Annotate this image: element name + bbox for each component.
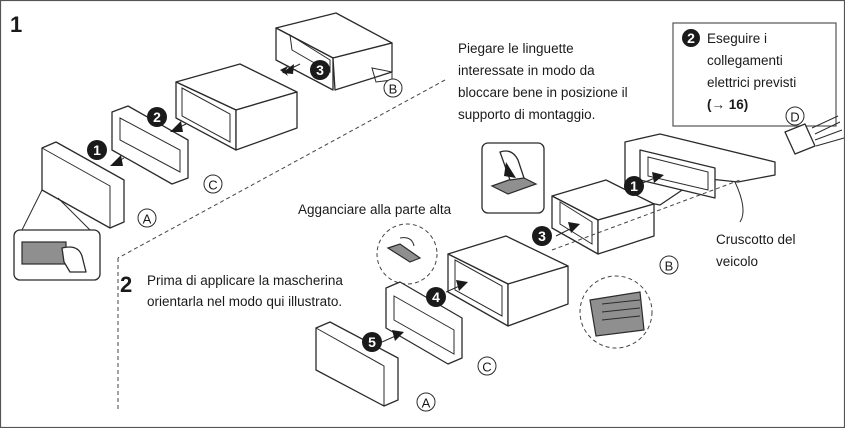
svg-text:A: A bbox=[422, 396, 431, 411]
svg-text:bloccare bene in posizione il: bloccare bene in posizione il bbox=[458, 85, 628, 100]
svg-text:5: 5 bbox=[368, 334, 376, 350]
svg-text:3: 3 bbox=[538, 228, 546, 244]
section-1-number: 1 bbox=[10, 12, 22, 37]
step-marker-4-s2: 4 bbox=[426, 287, 446, 307]
bend-tabs-note: Piegare le linguette interessate in modo… bbox=[458, 41, 628, 122]
svg-text:1: 1 bbox=[93, 142, 101, 158]
part-letter-b-s1: B bbox=[383, 78, 403, 98]
step-marker-3-s2: 3 bbox=[532, 226, 552, 246]
svg-text:Cruscotto del: Cruscotto del bbox=[716, 232, 796, 247]
unit-body-1 bbox=[175, 63, 298, 151]
svg-text:2: 2 bbox=[153, 109, 161, 125]
arrow-step4-s2 bbox=[445, 280, 468, 293]
step-marker-1-s1: 1 bbox=[87, 140, 107, 160]
dashboard-label: Cruscotto del veicolo bbox=[716, 232, 796, 269]
bend-tab-inset bbox=[481, 142, 545, 214]
step-marker-3-s1: 3 bbox=[310, 60, 330, 80]
svg-text:orientarla nel modo qui illust: orientarla nel modo qui illustrato. bbox=[147, 294, 342, 309]
part-letter-b-s2: B bbox=[659, 255, 679, 275]
svg-text:interessate in modo da: interessate in modo da bbox=[458, 63, 595, 78]
clip-detail-inset bbox=[579, 275, 653, 349]
step-marker-1-s2: 1 bbox=[624, 176, 644, 196]
svg-text:4: 4 bbox=[432, 289, 440, 305]
part-letter-a-s2: A bbox=[416, 392, 436, 412]
svg-text:Piegare le linguette: Piegare le linguette bbox=[458, 41, 574, 56]
arrow-step3-s1 bbox=[282, 63, 301, 74]
trim-frame-c1 bbox=[111, 105, 189, 185]
svg-text:supporto di montaggio.: supporto di montaggio. bbox=[458, 107, 595, 122]
svg-text:Eseguire i: Eseguire i bbox=[707, 31, 767, 46]
arrow-step1-s1 bbox=[110, 155, 125, 166]
arrow-step5-s2 bbox=[381, 330, 404, 343]
step-marker-5-s2: 5 bbox=[362, 332, 382, 352]
hook-detail-inset bbox=[376, 223, 438, 285]
svg-text:elettrici previsti: elettrici previsti bbox=[707, 75, 796, 90]
part-letter-a-s1: A bbox=[137, 208, 157, 228]
svg-text:veicolo: veicolo bbox=[716, 254, 758, 269]
svg-text:2: 2 bbox=[687, 30, 695, 46]
svg-text:1: 1 bbox=[630, 178, 638, 194]
section-2-number: 2 bbox=[120, 272, 132, 297]
section-2-instruction: Prima di applicare la mascherina orienta… bbox=[147, 273, 343, 309]
part-letter-c-s1: C bbox=[203, 174, 223, 194]
faceplate-a2 bbox=[315, 321, 399, 407]
svg-text:3: 3 bbox=[316, 62, 324, 78]
svg-text:C: C bbox=[208, 178, 217, 193]
svg-text:Prima di applicare la mascheri: Prima di applicare la mascherina bbox=[147, 273, 343, 288]
svg-text:A: A bbox=[143, 212, 152, 227]
arrow-step3-s2 bbox=[551, 179, 741, 251]
hook-top-note: Agganciare alla parte alta bbox=[298, 202, 452, 217]
svg-text:collegamenti: collegamenti bbox=[707, 53, 783, 68]
svg-text:(→ 16): (→ 16) bbox=[707, 97, 748, 112]
step-marker-callout bbox=[682, 29, 700, 47]
svg-text:D: D bbox=[790, 110, 799, 125]
step-marker-2-s1: 2 bbox=[147, 107, 167, 127]
part-letter-c-s2: C bbox=[477, 356, 497, 376]
unit-body-2 bbox=[447, 235, 569, 327]
hand-icon bbox=[499, 150, 525, 181]
connector-d: D bbox=[784, 106, 845, 155]
finger-icon bbox=[61, 246, 87, 273]
svg-text:C: C bbox=[482, 360, 491, 375]
electrical-callout: 2 Eseguire i collegamenti elettrici prev… bbox=[672, 22, 837, 127]
release-button-inset bbox=[13, 189, 101, 281]
arrow-step2-s1 bbox=[170, 121, 187, 132]
svg-text:B: B bbox=[389, 82, 398, 97]
trim-frame-c2 bbox=[385, 281, 463, 365]
svg-text:B: B bbox=[665, 259, 674, 274]
section-divider bbox=[117, 79, 446, 259]
